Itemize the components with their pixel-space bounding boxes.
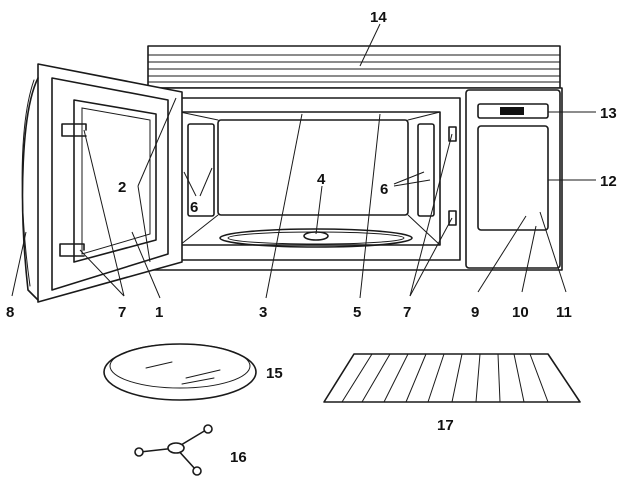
callout-4: 4 xyxy=(317,171,326,188)
callout-10: 10 xyxy=(512,304,529,321)
callout-13: 13 xyxy=(600,105,617,122)
callout-17: 17 xyxy=(437,417,454,434)
callout-8: 8 xyxy=(6,304,14,321)
door-latch-top xyxy=(61,123,87,137)
door-handle xyxy=(21,77,39,301)
callout-2: 2 xyxy=(118,179,126,196)
door-latch-bottom xyxy=(59,243,85,257)
cavity-vent-left xyxy=(187,123,215,217)
door-latch-openings xyxy=(448,126,457,226)
callout-7-left: 7 xyxy=(118,304,126,321)
callout-1: 1 xyxy=(155,304,163,321)
callout-12: 12 xyxy=(600,173,617,190)
callout-7-right: 7 xyxy=(403,304,411,321)
callout-3: 3 xyxy=(259,304,267,321)
microwave-door xyxy=(21,63,183,303)
display-window xyxy=(500,107,524,115)
callout-labels: 1 2 3 4 5 6 6 7 7 8 9 10 11 12 13 14 15 … xyxy=(6,9,617,466)
cavity-vent-right xyxy=(417,123,435,217)
callout-6-right: 6 xyxy=(380,181,388,198)
callout-5: 5 xyxy=(353,304,361,321)
callout-6-left: 6 xyxy=(190,199,198,216)
callout-14: 14 xyxy=(370,9,387,26)
callout-16: 16 xyxy=(230,449,247,466)
callout-11: 11 xyxy=(556,304,572,321)
glass-turntable xyxy=(103,343,257,401)
leader-lines xyxy=(11,23,596,299)
control-panel xyxy=(465,89,561,269)
callout-9: 9 xyxy=(471,304,479,321)
vent-grille xyxy=(147,45,561,89)
callout-15: 15 xyxy=(266,365,283,382)
cooking-rack xyxy=(323,353,581,403)
turntable-support xyxy=(134,424,213,476)
